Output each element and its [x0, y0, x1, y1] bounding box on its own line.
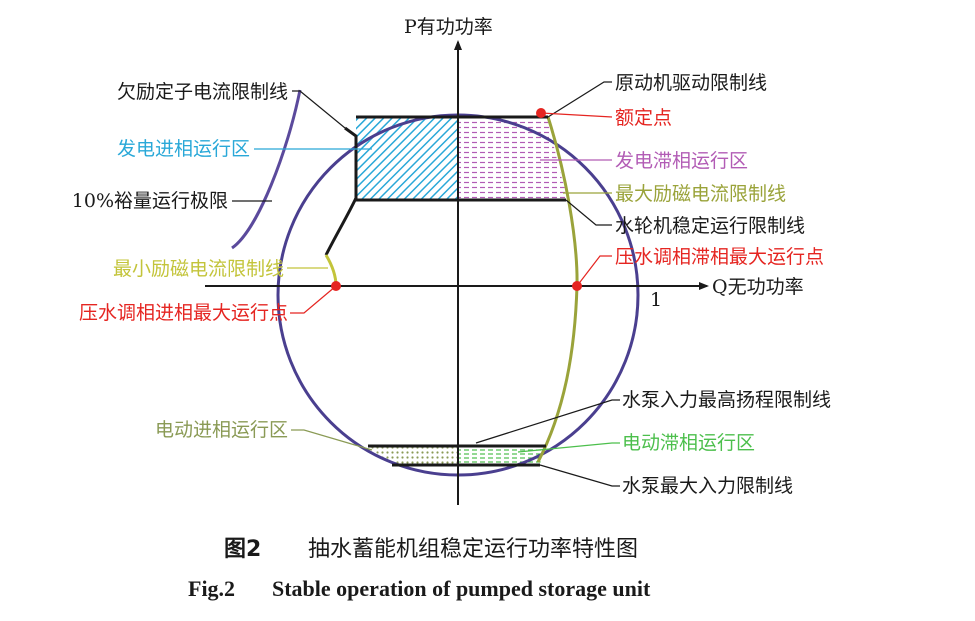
leader-pump-leading-max — [290, 285, 337, 314]
leader-turbine-stable — [565, 199, 612, 226]
unit-tick-label: 1 — [650, 289, 662, 311]
label-margin-limit: 10%裕量运行极限 — [72, 190, 228, 212]
leader-pump-max-input — [539, 464, 620, 487]
label-pump-leading-max: 压水调相进相最大运行点 — [79, 302, 288, 324]
motor-leading-region — [368, 446, 458, 465]
gen-leading-region — [356, 117, 458, 200]
leader-motor-leading — [291, 429, 373, 451]
label-stator-limit: 欠励定子电流限制线 — [117, 81, 288, 103]
margin-limit-curve — [231, 89, 302, 250]
stator-current-limit-curve — [324, 126, 358, 256]
motor-lagging-region — [458, 446, 544, 465]
leader-rated-point — [540, 112, 613, 118]
leader-stator-limit — [292, 90, 346, 129]
caption-cn-title: 抽水蓄能机组稳定运行功率特性图 — [308, 537, 638, 562]
label-max-excitation: 最大励磁电流限制线 — [615, 183, 786, 205]
label-pump-lagging-max: 压水调相滞相最大运行点 — [615, 246, 824, 268]
q-axis-label: Q无功功率 — [712, 276, 804, 298]
label-pump-max-head: 水泵入力最高扬程限制线 — [622, 389, 831, 411]
label-motor-leading: 电动进相运行区 — [155, 419, 288, 441]
leader-pump-lagging-max — [576, 255, 612, 287]
caption-en-title: Stable operation of pumped storage unit — [272, 576, 651, 601]
leader-prime-mover — [547, 81, 612, 118]
leader-motor-lagging — [517, 442, 620, 453]
label-min-excitation: 最小励磁电流限制线 — [113, 258, 284, 280]
label-turbine-stable: 水轮机稳定运行限制线 — [615, 215, 805, 237]
label-motor-lagging: 电动滞相运行区 — [622, 432, 755, 454]
caption-cn-number: 图2 — [224, 537, 261, 562]
leader-pump-max-head — [475, 399, 620, 444]
gen-lagging-region — [458, 117, 568, 200]
label-gen-leading: 发电进相运行区 — [117, 138, 250, 160]
label-pump-max-input: 水泵最大入力限制线 — [622, 475, 793, 497]
label-rated-point: 额定点 — [615, 107, 672, 129]
label-prime-mover: 原动机驱动限制线 — [615, 72, 767, 94]
label-gen-lagging: 发电滞相运行区 — [615, 150, 748, 172]
caption-en-number: Fig.2 — [188, 576, 235, 601]
p-axis-label: P有功功率 — [404, 16, 493, 38]
